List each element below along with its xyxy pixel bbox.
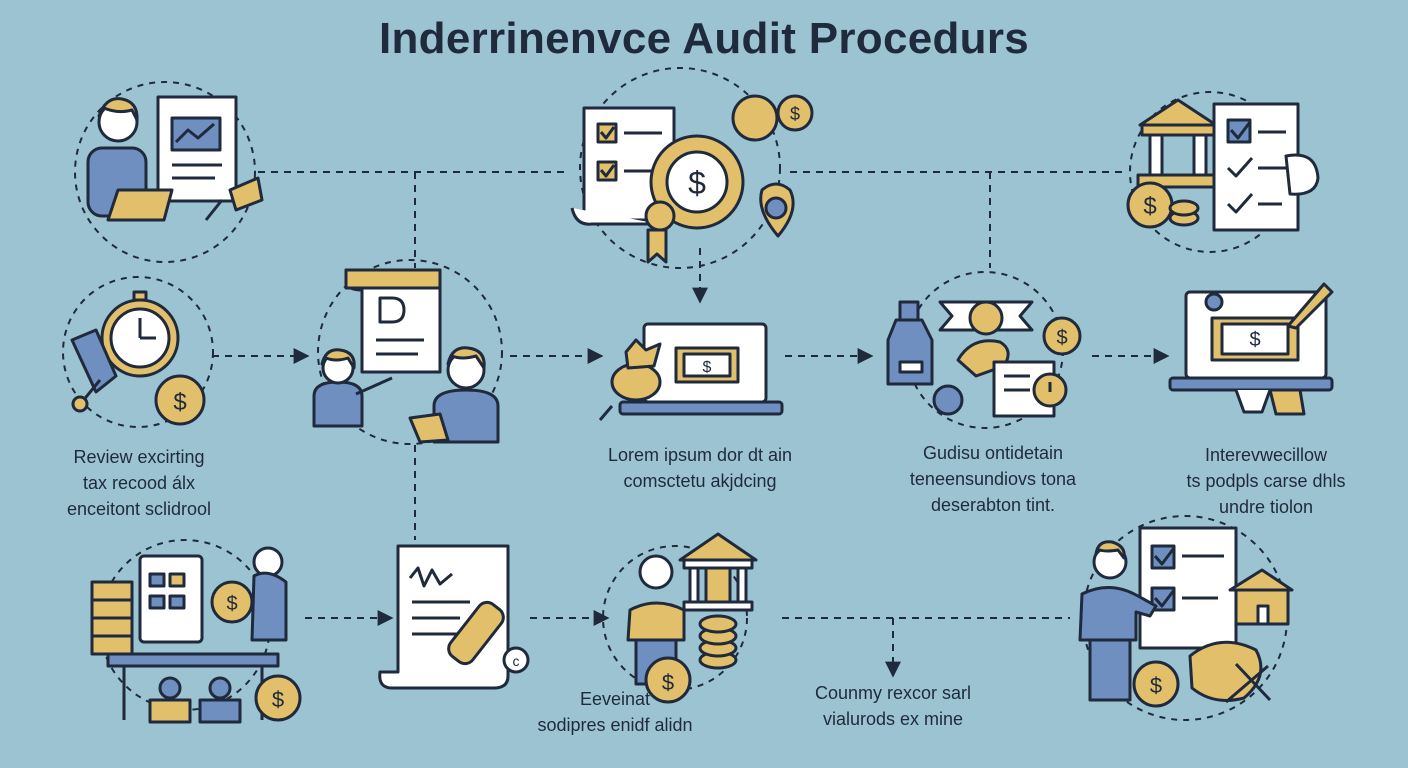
monitor-invoice-icon: $ — [1168, 282, 1334, 416]
svg-text:$: $ — [226, 593, 237, 615]
caption-line: Interevwecillow — [1204, 445, 1328, 465]
caption-line: sodipres enidf alidn — [537, 715, 693, 735]
caption-line: undre tiolon — [1218, 497, 1314, 517]
svg-text:$: $ — [1143, 193, 1156, 220]
financial-docs-coins-icon: $ $ — [570, 94, 814, 264]
svg-text:$: $ — [1150, 673, 1162, 698]
caption-line: Gudisu ontidetain — [922, 443, 1064, 463]
caption-line: Lorem ipsum dor dt ain — [607, 445, 793, 465]
svg-text:$: $ — [1056, 327, 1067, 349]
caption-line: Eeveinat — [579, 689, 651, 709]
bank-coins-person-icon: $ — [626, 532, 758, 704]
page-title: Inderrinenvce Audit Procedurs — [378, 14, 1030, 63]
svg-text:c: c — [513, 653, 520, 669]
caption-line: teneensundiovs tona — [909, 469, 1077, 489]
svg-text:$: $ — [688, 165, 706, 201]
caption-counmy: Counmy rexcor sarl vialurods ex mine — [780, 680, 1006, 732]
caption-line: Counmy rexcor sarl — [814, 683, 972, 703]
svg-text:$: $ — [790, 104, 800, 124]
caption-line: tax recood álx — [82, 473, 196, 493]
signed-contract-icon: c — [378, 544, 530, 690]
bank-checklist-icon: $ — [1126, 98, 1320, 232]
office-workstation-icon: $ $ — [90, 546, 302, 724]
svg-text:$: $ — [1249, 329, 1260, 351]
caption-line: ts podpls carse dhls — [1186, 471, 1346, 491]
svg-text:$: $ — [662, 670, 674, 695]
svg-text:$: $ — [272, 687, 284, 712]
stopwatch-magnifier-icon: $ — [70, 290, 206, 426]
team-document-icon — [312, 268, 500, 444]
caption-lorem: Lorem ipsum dor dt ain comsctetu akjdcin… — [560, 442, 840, 494]
caption-gudisu: Gudisu ontidetain teneensundiovs tona de… — [870, 440, 1116, 518]
auditor-laptop-icon — [86, 95, 264, 222]
caption-line: Review excirting — [73, 447, 205, 467]
laptop-money-icon: $ — [598, 322, 784, 421]
caption-line: vialurods ex mine — [822, 709, 964, 729]
caption-line: deserabton tint. — [930, 495, 1056, 515]
presenter-checklist-icon: $ — [1078, 526, 1294, 708]
caption-interview: Interevwecillow ts podpls carse dhls und… — [1146, 442, 1386, 520]
svg-text:$: $ — [173, 389, 186, 416]
caption-line: enceitont sclidrool — [66, 499, 212, 519]
caption-review: Review excirting tax recood álx enceiton… — [30, 444, 248, 522]
svg-text:$: $ — [703, 359, 712, 376]
caption-eveinat: Eeveinat sodipres enidf alidn — [500, 686, 730, 738]
connectors — [212, 171, 1170, 678]
inventory-review-icon: $ — [886, 300, 1082, 418]
caption-line: comsctetu akjdcing — [623, 471, 777, 491]
